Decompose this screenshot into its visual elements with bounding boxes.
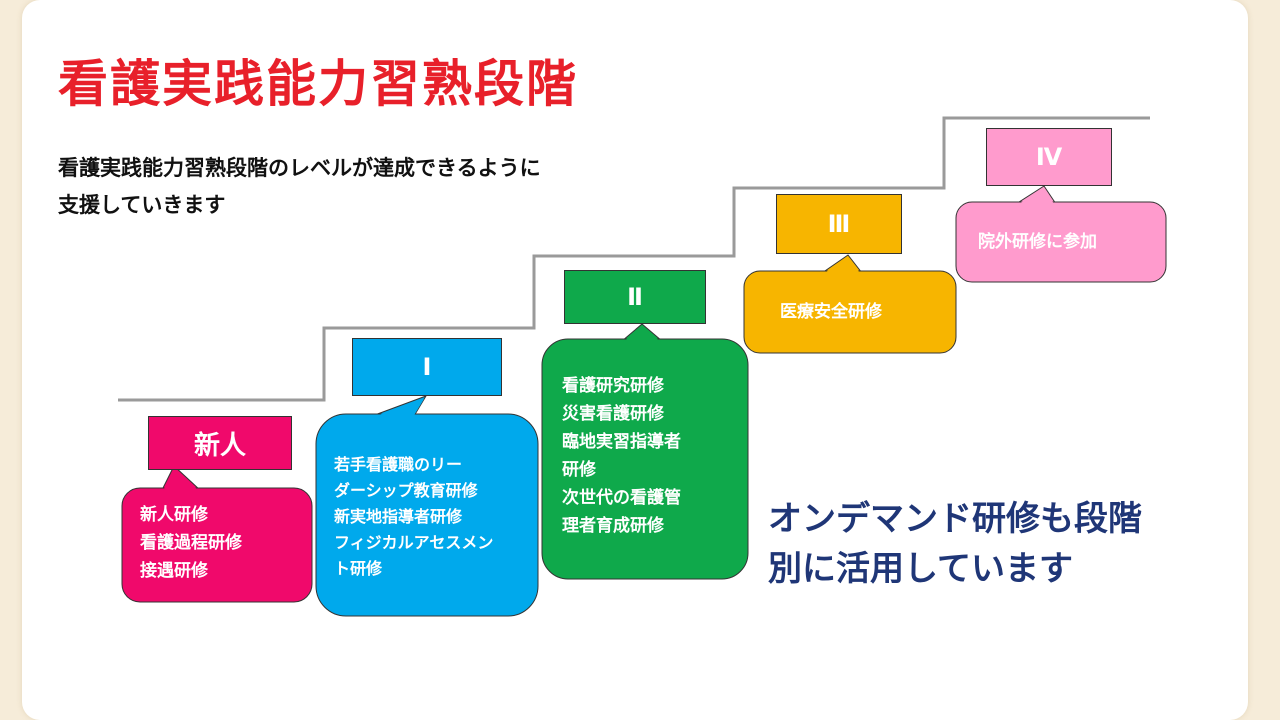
note-line-2: 別に活用しています (768, 549, 1073, 589)
note-line-1: オンデマンド研修も段階 (768, 499, 1142, 539)
item: 院外研修に参加 (978, 232, 1097, 252)
item: 接遇研修 (140, 561, 208, 581)
item: 看護研究研修 (562, 376, 664, 396)
item: 看護過程研修 (140, 533, 242, 553)
on-demand-note: オンデマンド研修も段階 別に活用しています (768, 494, 1142, 594)
level-label-2: Ⅱ (564, 270, 706, 324)
item: ダーシップ教育研修 (334, 481, 478, 500)
item: 次世代の看護管 (562, 488, 681, 508)
subtitle-line-1: 看護実践能力習熟段階のレベルが達成できるように (58, 156, 541, 180)
item: 医療安全研修 (780, 302, 882, 322)
item: 研修 (562, 460, 596, 480)
bubble-text-level3: 医療安全研修 (780, 298, 882, 326)
level-label-3: Ⅲ (776, 194, 902, 254)
item: 新人研修 (140, 505, 208, 525)
item: 災害看護研修 (562, 404, 664, 424)
level-label-1: Ⅰ (352, 338, 502, 396)
level-label-new: 新人 (148, 416, 292, 470)
item: 臨地実習指導者 (562, 432, 681, 452)
subtitle: 看護実践能力習熟段階のレベルが達成できるように 支援していきます (58, 150, 738, 224)
item: ト研修 (334, 559, 383, 578)
item: 理者育成研修 (562, 516, 664, 536)
subtitle-line-2: 支援していきます (58, 193, 226, 217)
bubble-text-new: 新人研修 看護過程研修 接遇研修 (140, 501, 242, 585)
item: 若手看護職のリー (334, 455, 463, 474)
bubble-text-level2: 看護研究研修 災害看護研修 臨地実習指導者 研修 次世代の看護管 理者育成研修 (562, 372, 681, 540)
bubble-text-level4: 院外研修に参加 (978, 228, 1097, 256)
item: 新実地指導者研修 (334, 507, 463, 526)
page-title: 看護実践能力習熟段階 (58, 55, 578, 113)
slide: 看護実践能力習熟段階 看護実践能力習熟段階のレベルが達成できるように 支援してい… (22, 0, 1248, 720)
item: フィジカルアセスメン (334, 533, 494, 552)
bubble-text-level1: 若手看護職のリー ダーシップ教育研修 新実地指導者研修 フィジカルアセスメン ト… (334, 452, 493, 582)
level-label-4: Ⅳ (986, 128, 1112, 186)
